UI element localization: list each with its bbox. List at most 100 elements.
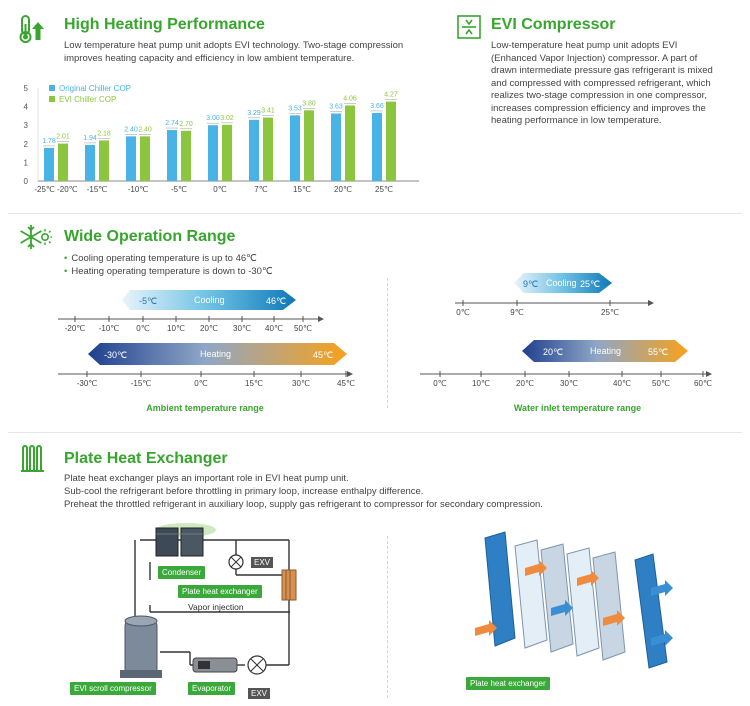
water-heat-min: 20℃ <box>543 347 563 357</box>
axis-tick-label: 60℃ <box>694 379 712 388</box>
axis-tick-label: 30℃ <box>560 379 578 388</box>
axis-tick-label: 0℃ <box>136 324 149 333</box>
phe-right-label: Plate heat exchanger <box>466 677 550 690</box>
exv-label-2: EXV <box>248 688 271 699</box>
axis-tick-label: -30℃ <box>77 379 98 388</box>
axis-tick-label: 20℃ <box>516 379 534 388</box>
y-tick-label: 0 <box>24 177 29 186</box>
bar-value-label: 2.01 <box>56 134 70 141</box>
ambient-cool-min: -5℃ <box>139 296 157 306</box>
snowflake-sun-icon <box>18 222 52 257</box>
refrigerant-circuit-diagram <box>120 523 297 678</box>
bar-value-label: 2.40 <box>124 126 138 133</box>
condenser-unit <box>155 523 216 557</box>
evi-title: EVI Compressor <box>491 16 616 33</box>
ambient-heat-max: 45℃ <box>313 350 333 360</box>
range-title: Wide Operation Range <box>64 228 236 245</box>
ambient-cool-label: Cooling <box>194 295 225 305</box>
cop-bar <box>140 136 150 181</box>
x-tick-label: 15℃ <box>293 185 311 194</box>
heating-title: High Heating Performance <box>64 16 265 33</box>
cop-bar <box>99 140 109 181</box>
legend-label: EVI Chiller COP <box>59 95 116 104</box>
axis-tick-label: 10℃ <box>472 379 490 388</box>
plate-heat-exchanger-unit <box>281 569 297 601</box>
bar-value-label: 1.78 <box>42 138 56 145</box>
axis-tick-label: 50℃ <box>294 324 312 333</box>
water-caption: Water inlet temperature range <box>513 403 642 413</box>
divider <box>387 278 388 408</box>
cop-bar <box>58 143 68 181</box>
y-tick-label: 2 <box>24 140 29 149</box>
bar-value-label: 3.66 <box>370 103 384 110</box>
exv-label-1: EXV <box>251 557 274 568</box>
cop-bar <box>263 117 273 181</box>
ambient-heat-label: Heating <box>200 349 231 359</box>
water-cool-label: Cooling <box>546 278 577 288</box>
x-tick-label: -10℃ <box>128 185 149 194</box>
water-cool-min: 9℃ <box>523 279 538 289</box>
axis-tick-label: 50℃ <box>652 379 670 388</box>
compressor-unit <box>120 615 162 678</box>
water-heat-label: Heating <box>590 346 621 356</box>
heating-description: Low temperature heat pump unit adopts EV… <box>64 40 404 64</box>
thermometer-up-icon <box>18 14 46 49</box>
x-tick-label: 7℃ <box>254 185 267 194</box>
vapor-injection-label: Vapor injection <box>188 602 244 612</box>
heating-bullet: Heating operating temperature is down to… <box>64 265 272 278</box>
cop-bar <box>126 136 136 181</box>
cop-bar <box>345 105 355 181</box>
axis-tick-label: 15℃ <box>245 379 263 388</box>
y-tick-label: 3 <box>24 121 29 130</box>
divider <box>387 536 388 698</box>
cop-bar <box>44 147 54 181</box>
axis-tick-label: 30℃ <box>292 379 310 388</box>
ambient-heating-bar <box>88 343 347 365</box>
y-tick-label: 5 <box>24 84 29 93</box>
cooling-bullet: Cooling operating temperature is up to 4… <box>64 252 256 265</box>
axis-tick-label: 20℃ <box>200 324 218 333</box>
x-tick-label: -15℃ <box>87 185 108 194</box>
cop-bar <box>167 130 177 181</box>
x-tick-label: 25℃ <box>375 185 393 194</box>
axis-tick-label: 40℃ <box>265 324 283 333</box>
bar-value-label: 2.70 <box>179 121 193 128</box>
bar-value-label: 2.40 <box>138 126 152 133</box>
x-tick-label: -25℃ -20℃ <box>34 185 77 194</box>
bar-value-label: 3.80 <box>302 100 316 107</box>
bar-value-label: 3.02 <box>220 115 234 122</box>
phe-line-3: Preheat the throttled refrigerant in aux… <box>64 499 543 510</box>
axis-tick-label: 45℃ <box>337 379 355 388</box>
axis-tick-label: -10℃ <box>99 324 120 333</box>
bar-value-label: 3.53 <box>288 105 302 112</box>
phe-line-1: Plate heat exchanger plays an important … <box>64 473 349 484</box>
phe-title: Plate Heat Exchanger <box>64 450 228 467</box>
axis-tick-label: 30℃ <box>233 324 251 333</box>
bar-value-label: 2.18 <box>97 130 111 137</box>
bar-value-label: 1.94 <box>83 135 97 142</box>
cop-bar <box>290 115 300 181</box>
y-tick-label: 1 <box>24 158 29 167</box>
phe-label: Plate heat exchanger <box>178 585 262 598</box>
bar-value-label: 3.41 <box>261 108 275 115</box>
plate-heat-exchanger-illustration <box>475 531 673 669</box>
bar-value-label: 3.63 <box>329 103 343 110</box>
axis-tick-label: 0℃ <box>194 379 207 388</box>
divider <box>8 432 742 433</box>
cop-bar <box>386 101 396 181</box>
y-tick-label: 4 <box>24 103 29 112</box>
water-heating-bar <box>522 340 688 362</box>
bar-value-label: 3.00 <box>206 115 220 122</box>
bar-value-label: 4.06 <box>343 95 357 102</box>
axis-tick-label: 9℃ <box>510 308 523 317</box>
axis-tick-label: 0℃ <box>433 379 446 388</box>
legend-swatch <box>49 85 55 91</box>
cop-bar <box>85 144 95 181</box>
axis-tick-label: 10℃ <box>167 324 185 333</box>
x-tick-label: -5℃ <box>171 185 187 194</box>
bar-value-label: 2.74 <box>165 120 179 127</box>
cop-bar <box>331 113 341 181</box>
